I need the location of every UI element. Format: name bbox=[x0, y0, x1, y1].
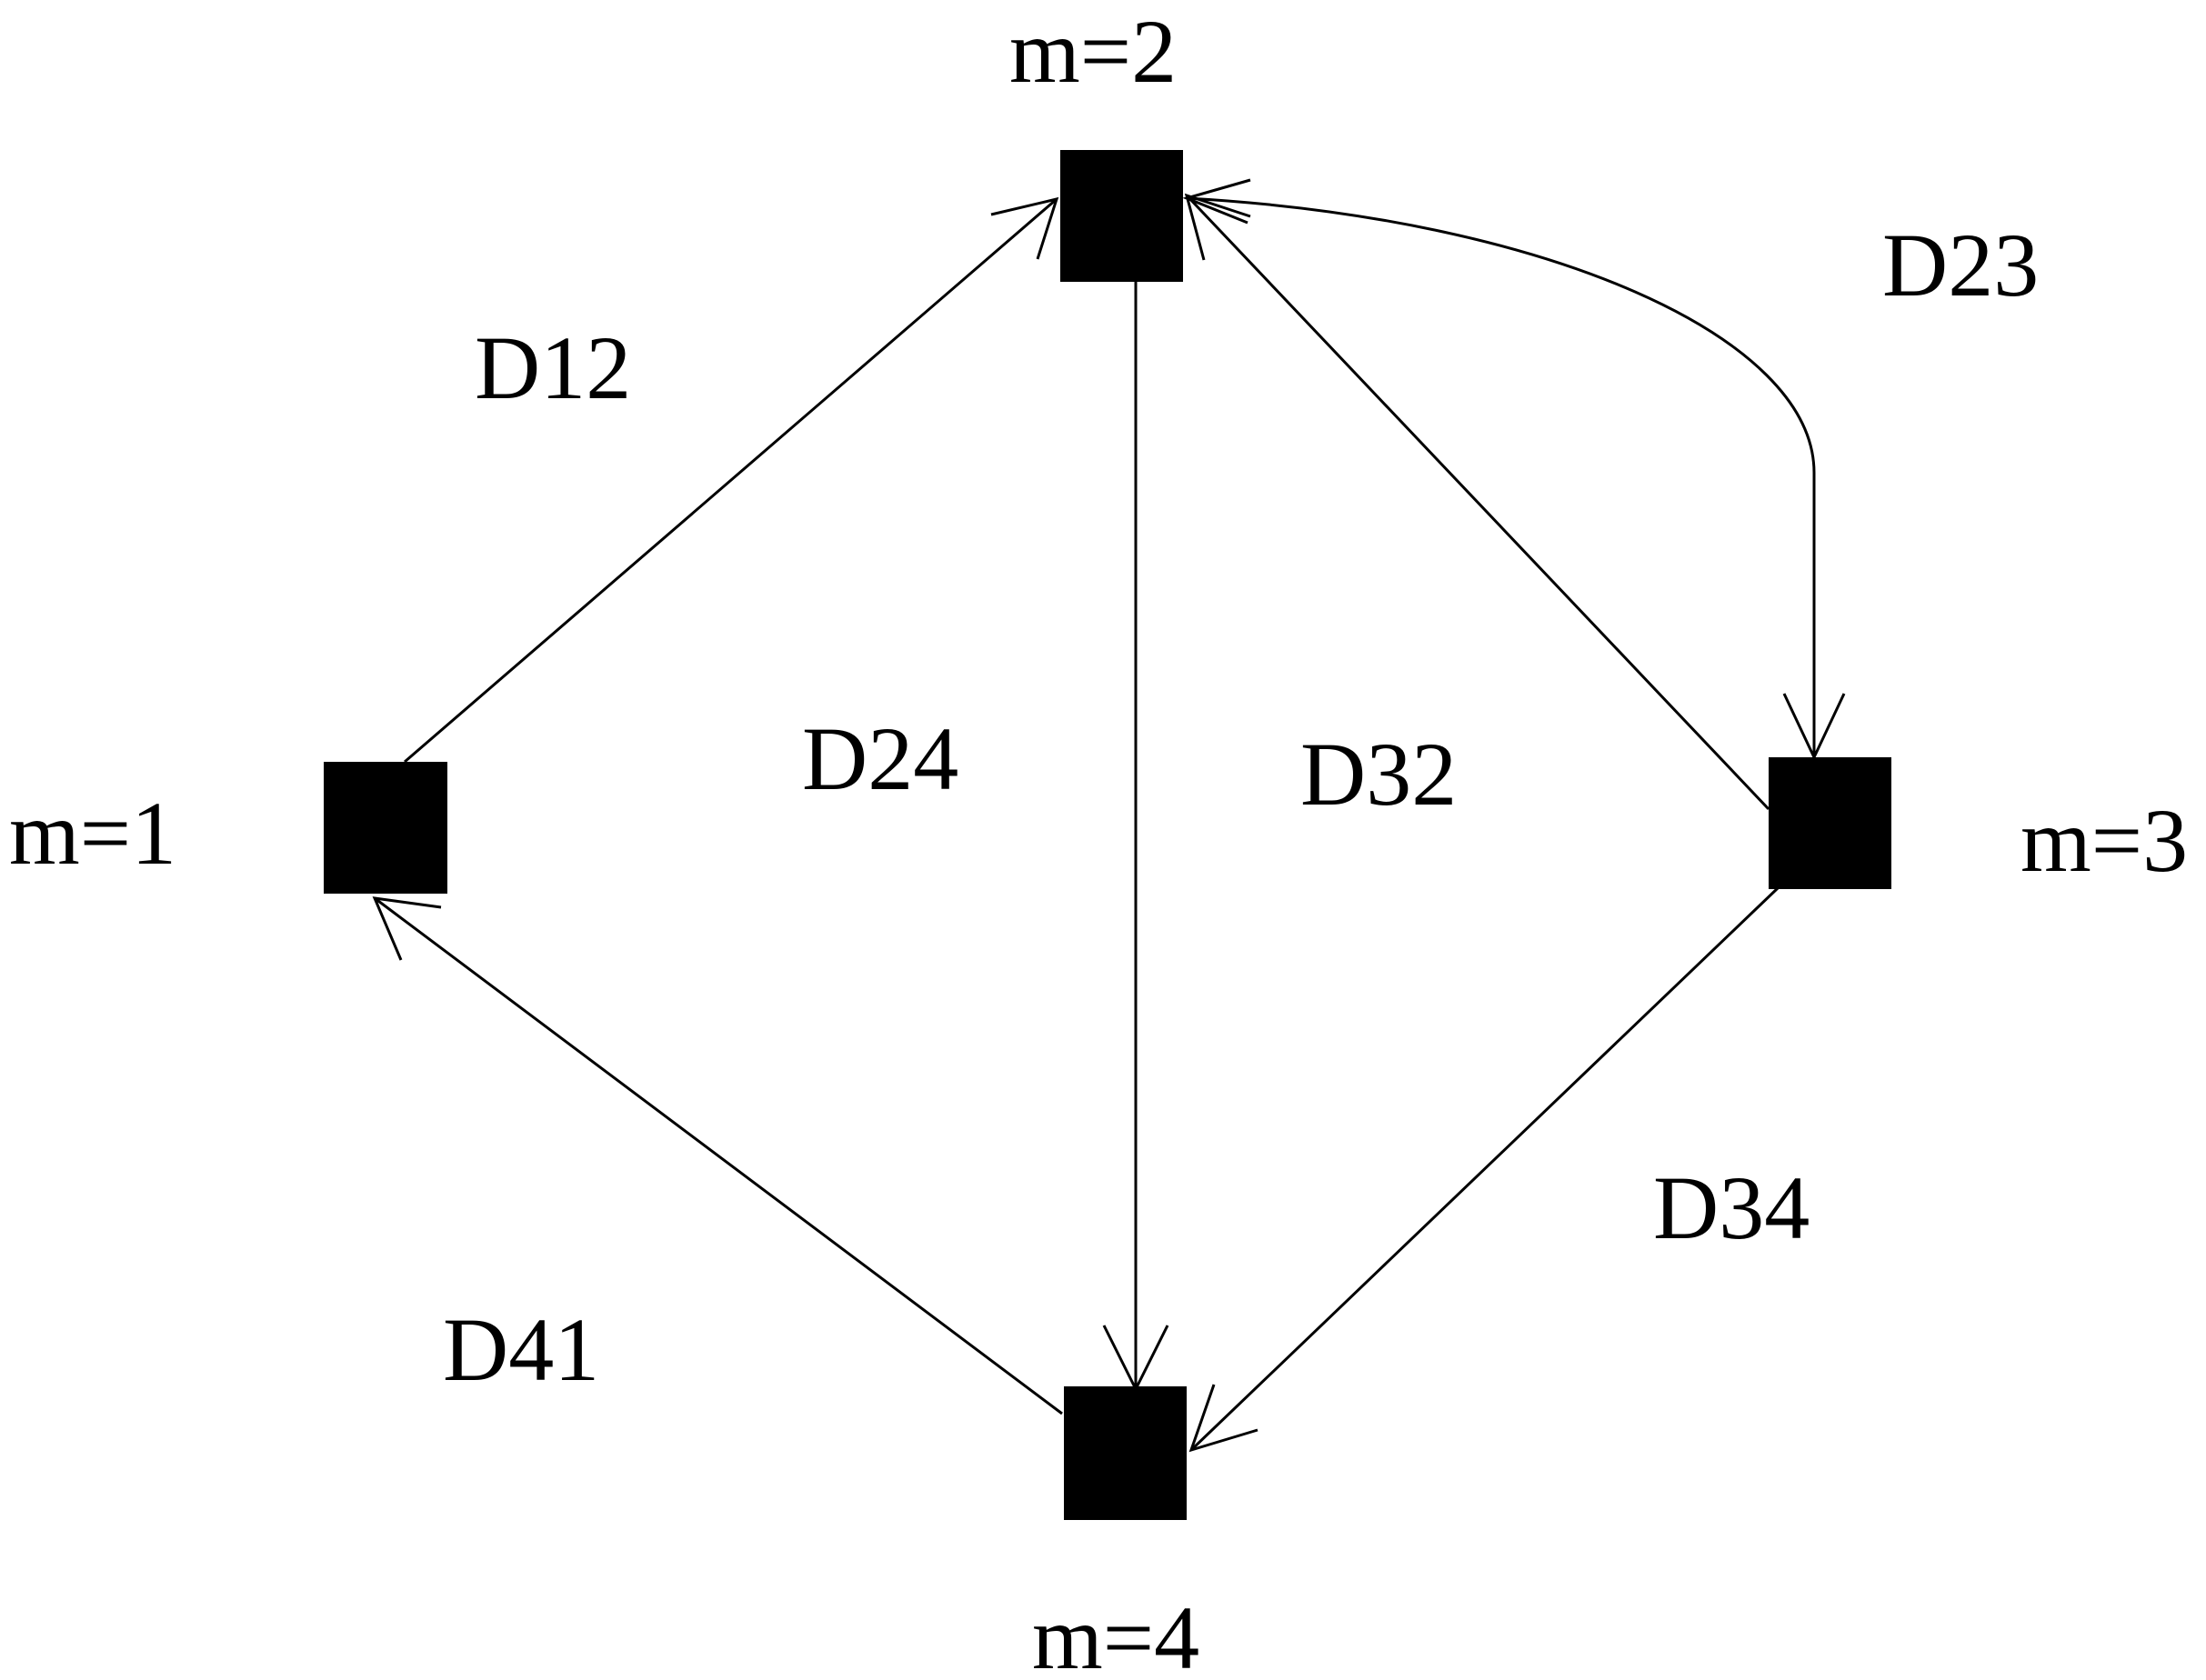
edges bbox=[372, 178, 1846, 1453]
node-m3 bbox=[1769, 757, 1891, 889]
node-label-m2: m=2 bbox=[1009, 1, 1177, 102]
edge-d12-arrowhead bbox=[990, 196, 1059, 260]
edge-label-d34: D34 bbox=[1653, 1157, 1810, 1258]
edge-d12 bbox=[404, 197, 1058, 764]
edge-d23 bbox=[1186, 196, 1816, 757]
edge-d32 bbox=[1185, 194, 1770, 811]
edge-d34 bbox=[1189, 886, 1780, 1452]
node-label-m4: m=4 bbox=[1032, 1587, 1199, 1680]
node-label-m3: m=3 bbox=[2020, 790, 2188, 891]
node-m2 bbox=[1060, 150, 1183, 282]
edge-d23-start-arrowhead bbox=[1182, 178, 1251, 225]
edge-label-d12: D12 bbox=[475, 317, 631, 418]
edge-d41 bbox=[374, 896, 1063, 1415]
edge-label-d24: D24 bbox=[802, 708, 958, 809]
edge-labels: D12 D24 D32 D23 D34 D41 bbox=[443, 215, 2039, 1400]
edge-d34-arrowhead bbox=[1188, 1384, 1258, 1453]
node-m4 bbox=[1064, 1386, 1187, 1520]
edge-label-d23: D23 bbox=[1882, 215, 2039, 315]
node-m1 bbox=[324, 762, 447, 894]
edge-label-d32: D32 bbox=[1300, 724, 1457, 825]
edge-label-d41: D41 bbox=[443, 1299, 599, 1400]
edge-d32-arrowhead bbox=[1184, 193, 1251, 261]
node-labels: m=1 m=2 m=3 m=4 bbox=[9, 1, 2188, 1680]
node-label-m1: m=1 bbox=[9, 783, 176, 884]
nodes bbox=[324, 150, 1891, 1520]
edge-d41-arrowhead bbox=[372, 896, 442, 961]
